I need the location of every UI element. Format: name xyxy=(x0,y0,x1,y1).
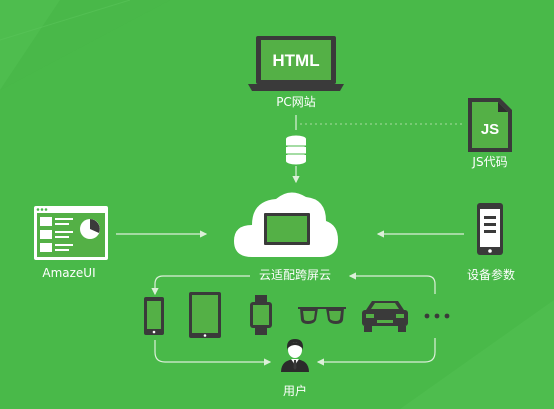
device-glasses-icon xyxy=(298,307,346,324)
device-phone-icon xyxy=(144,297,164,335)
amazeui-label: AmazeUI xyxy=(42,266,96,280)
laptop-icon: HTML xyxy=(248,36,344,91)
cloud-icon xyxy=(234,192,338,257)
database-icon xyxy=(286,135,306,165)
js-badge-text: JS xyxy=(481,121,499,138)
user-label: 用户 xyxy=(282,384,307,398)
more-devices-icon xyxy=(424,313,450,319)
browser-window-icon xyxy=(34,206,108,260)
device-smartwatch-icon xyxy=(250,295,272,335)
user-icon xyxy=(281,339,309,372)
device-tablet-icon xyxy=(189,292,221,338)
cloud-adaptation-label: 云适配跨屏云 xyxy=(258,268,331,282)
js-file-icon: JS xyxy=(468,98,512,152)
laptop-screen-text: HTML xyxy=(272,51,319,70)
device-car-icon xyxy=(362,301,408,332)
connector-loop-left-top xyxy=(151,275,250,296)
connector-loop-left-bottom xyxy=(154,340,272,366)
smartphone-icon xyxy=(477,203,503,255)
js-code-label: JS代码 xyxy=(472,155,508,169)
connector-loop-right-top xyxy=(348,272,436,294)
pc-website-label: PC网站 xyxy=(276,95,316,109)
device-params-label: 设备参数 xyxy=(466,268,515,282)
connector-loop-right-bottom xyxy=(316,338,436,366)
